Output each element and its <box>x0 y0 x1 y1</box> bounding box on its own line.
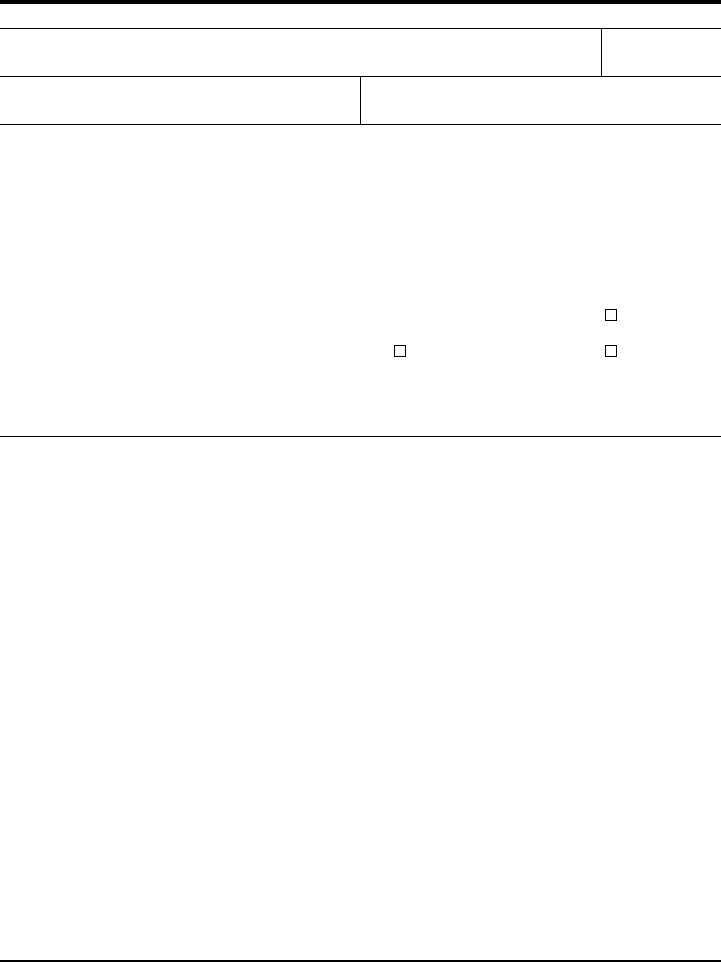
row2-top-divider <box>0 76 721 77</box>
bottom-border-rule <box>0 960 721 962</box>
row2-right-field[interactable] <box>361 77 721 124</box>
row2-column-divider <box>360 77 361 124</box>
row1-wide-field[interactable] <box>0 29 601 76</box>
row2-bottom-divider <box>0 124 721 125</box>
blank-content-area <box>0 437 721 960</box>
checkbox-middle[interactable] <box>394 345 406 357</box>
row2-left-field[interactable] <box>0 77 360 124</box>
row1-narrow-field[interactable] <box>602 29 721 76</box>
checkbox-upper-right[interactable] <box>605 309 617 321</box>
row1-top-divider <box>0 28 721 29</box>
top-border-rule <box>0 0 721 4</box>
checkbox-lower-right[interactable] <box>605 345 617 357</box>
section-bottom-divider <box>0 436 721 437</box>
checkbox-section <box>0 125 721 436</box>
row1-column-divider <box>601 29 602 76</box>
